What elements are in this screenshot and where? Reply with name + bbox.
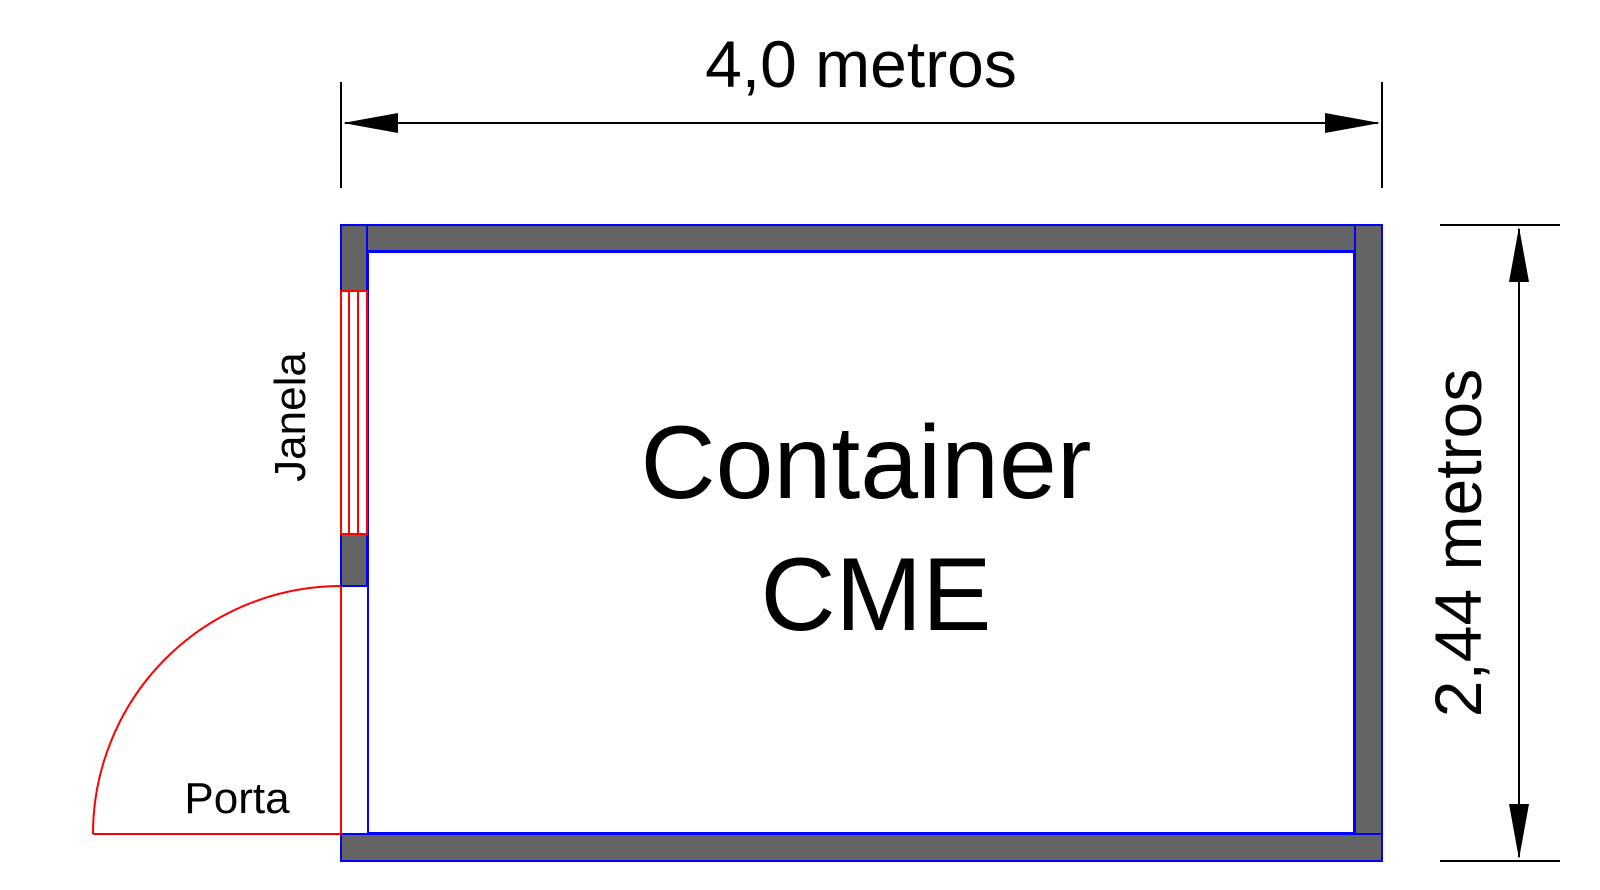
width-arrow-left	[343, 113, 398, 133]
door-swing-arc	[92, 585, 342, 835]
room-interior	[367, 251, 1355, 834]
door-symbol	[92, 585, 342, 835]
width-dimension	[340, 82, 1383, 188]
wall-left-upper	[340, 224, 368, 292]
height-dimension-label: 2,44 metros	[1421, 369, 1495, 718]
wall-right	[1354, 224, 1383, 862]
window-symbol	[340, 290, 368, 535]
height-arrow-bottom	[1509, 804, 1529, 859]
width-dimension-label: 4,0 metros	[705, 27, 1017, 101]
room-title-line1: Container	[641, 405, 1092, 521]
width-arrow-right	[1325, 113, 1380, 133]
window-frame	[340, 290, 368, 535]
wall-bottom	[340, 833, 1383, 862]
height-arrow-top	[1509, 227, 1529, 282]
height-dimension	[1440, 224, 1560, 862]
wall-top	[340, 224, 1383, 252]
wall-left-lower	[340, 533, 368, 587]
door-label: Porta	[184, 774, 290, 823]
room-title-line2: CME	[760, 537, 991, 653]
container-walls	[340, 224, 1383, 862]
window-label: Janela	[266, 352, 315, 482]
